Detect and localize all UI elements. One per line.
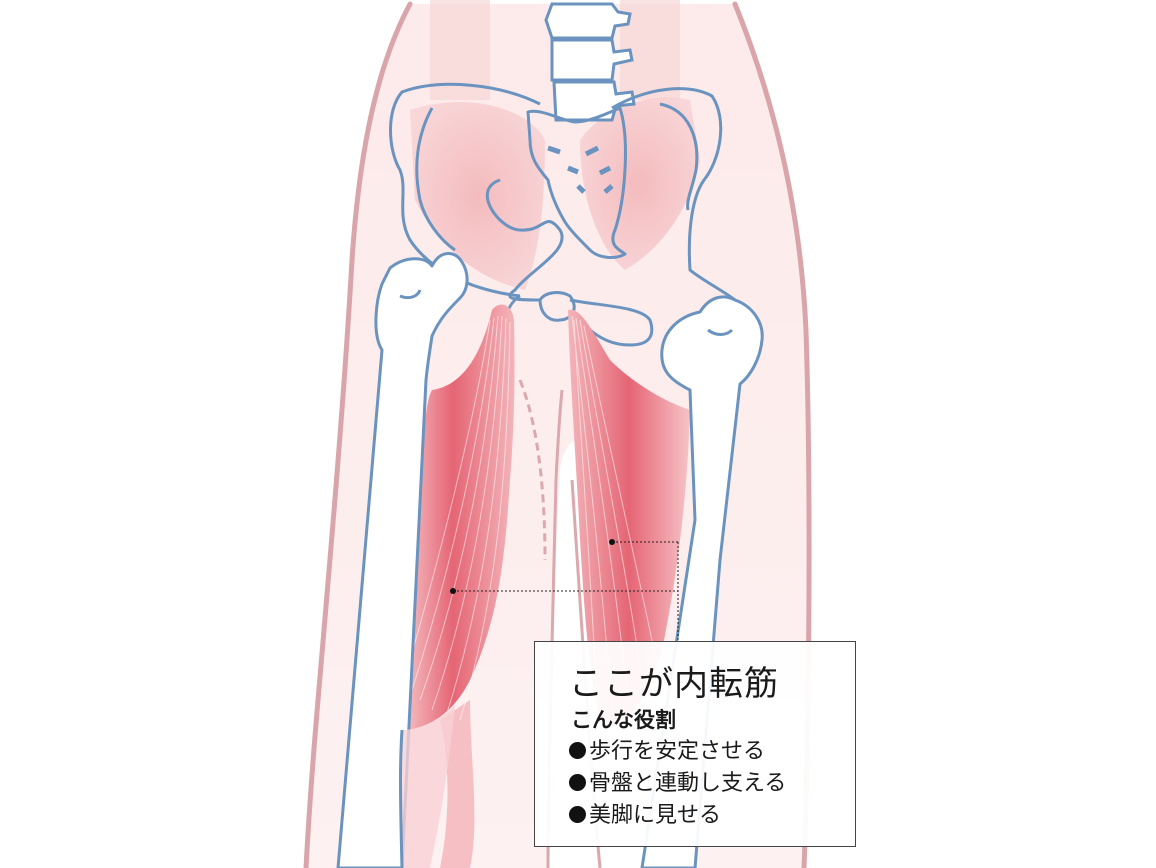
adductor-muscle-right-thigh [402, 304, 515, 868]
callout-title: ここが内転筋 [569, 664, 779, 704]
adductor-muscle-left-thigh [568, 309, 690, 730]
leader-dot-right-thigh [450, 588, 456, 594]
role-item: 骨盤と連動し支える [569, 768, 786, 800]
iliacus-muscle [410, 97, 700, 290]
leader-dot-left-thigh [609, 539, 615, 545]
lumbar-spine [544, 2, 636, 122]
role-list: 歩行を安定させる 骨盤と連動し支える 美脚に見せる [569, 736, 786, 832]
bullet-icon [569, 742, 586, 759]
role-item: 歩行を安定させる [569, 736, 786, 768]
bullet-icon [569, 806, 586, 823]
callout-subtitle: こんな役割 [571, 708, 676, 732]
femur-right [336, 252, 469, 868]
leader-lines [453, 541, 679, 641]
role-item: 美脚に見せる [569, 800, 786, 832]
bullet-icon [569, 774, 586, 791]
callout-box: ここが内転筋 こんな役割 歩行を安定させる 骨盤と連動し支える 美脚に見せる [534, 641, 856, 847]
